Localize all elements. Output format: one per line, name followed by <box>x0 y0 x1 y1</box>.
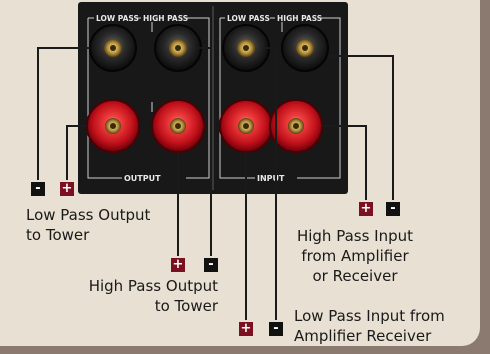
badge-high-pass-output-negative: - <box>204 258 218 272</box>
header-right-high: HIGH PASS <box>277 14 322 23</box>
badge-low-pass-input-negative: - <box>269 322 283 336</box>
label-high-pass-input-line1: High Pass Input <box>296 227 414 245</box>
label-low-pass-output-line1: Low Pass Output <box>26 206 151 224</box>
label-high-pass-output: High Pass Output to Tower <box>89 276 218 316</box>
black-post-low-pass-input <box>222 24 270 72</box>
red-post-low-pass-input <box>219 99 273 153</box>
header-left-low: LOW PASS <box>96 14 139 23</box>
black-post-low-pass-output <box>89 24 137 72</box>
label-high-pass-input: High Pass Input from Amplifier or Receiv… <box>280 226 430 286</box>
badge-high-pass-output-positive: + <box>171 257 185 272</box>
label-high-pass-output-line1: High Pass Output <box>88 277 218 295</box>
diagram-svg: LOW PASS HIGH PASS LOW PASS HIGH PASS OU… <box>37 2 394 320</box>
red-post-low-pass-output <box>86 99 140 153</box>
label-low-pass-output: Low Pass Output to Tower <box>26 205 150 245</box>
badge-low-pass-output-negative: - <box>31 182 45 196</box>
label-low-pass-output-line2: to Tower <box>26 226 90 244</box>
header-right-low: LOW PASS <box>227 14 270 23</box>
badge-high-pass-input-negative: - <box>386 202 400 216</box>
badge-low-pass-input-positive: + <box>239 321 253 336</box>
diagram-card: LOW PASS HIGH PASS LOW PASS HIGH PASS OU… <box>0 0 480 346</box>
red-post-high-pass-output <box>151 99 205 153</box>
header-left-high: HIGH PASS <box>143 14 188 23</box>
wire-high-pass-input-positive <box>322 125 367 200</box>
red-post-high-pass-input <box>269 99 323 153</box>
connection-wires <box>37 47 394 320</box>
label-low-pass-input: Low Pass Input from Amplifier Receiver <box>294 306 445 346</box>
badge-high-pass-input-positive: + <box>359 201 373 216</box>
wire-high-pass-output-negative <box>198 47 212 256</box>
wire-high-pass-input-negative <box>328 55 394 200</box>
silkscreen-lines <box>87 17 341 179</box>
label-high-pass-output-line2: to Tower <box>154 297 218 315</box>
wire-low-pass-output-negative <box>37 47 90 180</box>
wire-low-pass-input-negative <box>266 47 277 320</box>
label-low-pass-input-line2: Amplifier Receiver <box>294 327 432 345</box>
black-post-high-pass-output <box>154 24 202 72</box>
label-low-pass-input-line1: Low Pass Input from <box>294 307 445 325</box>
black-post-high-pass-input <box>281 24 329 72</box>
badge-low-pass-output-positive: + <box>60 181 74 196</box>
wire-low-pass-output-positive <box>66 125 87 180</box>
input-section-label: INPUT <box>257 174 285 183</box>
output-section-label: OUTPUT <box>124 174 161 183</box>
label-high-pass-input-line3: or Receiver <box>312 267 398 285</box>
label-high-pass-input-line2: from Amplifier <box>301 247 409 265</box>
